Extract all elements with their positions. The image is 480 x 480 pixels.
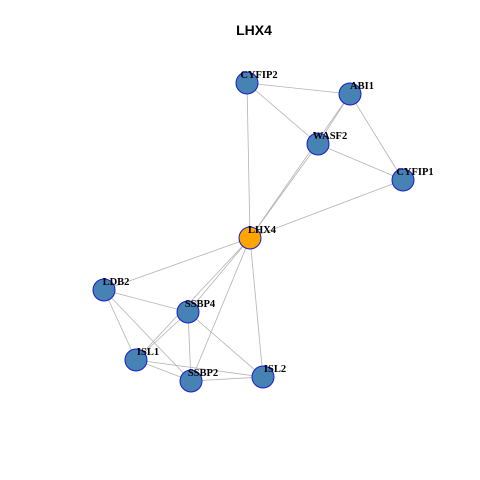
- edge-isl1-isl2: [135, 359, 264, 378]
- edge-lhx4-isl1: [135, 237, 251, 361]
- node-label-isl2: ISL2: [264, 364, 286, 375]
- edge-lhx4-isl2: [249, 237, 264, 378]
- node-cyfip2: CYFIP2: [235, 70, 278, 95]
- node-ssbp2: SSBP2: [179, 368, 218, 393]
- edge-lhx4-ldb2: [103, 237, 251, 291]
- node-lhx4: LHX4: [238, 225, 277, 250]
- node-label-abi1: ABI1: [350, 81, 374, 92]
- edge-abi1-cyfip1: [349, 93, 404, 181]
- node-circle-cyfip1: [391, 168, 415, 192]
- graph-title: LHX4: [236, 22, 272, 38]
- node-isl2: ISL2: [251, 364, 286, 389]
- edge-ssbp4-isl2: [187, 311, 264, 378]
- node-label-lhx4: LHX4: [248, 225, 277, 236]
- node-circle-ssbp4: [176, 300, 200, 324]
- node-circle-lhx4: [238, 226, 262, 250]
- edge-cyfip1-lhx4: [249, 179, 404, 239]
- node-circle-abi1: [338, 82, 362, 106]
- node-label-cyfip2: CYFIP2: [240, 70, 277, 81]
- node-circle-ldb2: [92, 278, 116, 302]
- node-circle-ssbp2: [179, 369, 203, 393]
- edge-lhx4-ssbp2: [190, 237, 251, 382]
- node-circle-wasf2: [306, 132, 330, 156]
- edge-wasf2-lhx4: [249, 143, 319, 239]
- edge-cyfip2-lhx4: [246, 82, 251, 239]
- edge-ssbp2-isl2: [190, 376, 264, 382]
- edge-cyfip2-abi1: [246, 82, 351, 95]
- edge-ldb2-ssbp4: [103, 289, 189, 313]
- edge-ssbp4-isl1: [135, 311, 189, 361]
- edge-ldb2-ssbp2: [103, 289, 192, 382]
- edge-wasf2-cyfip1: [317, 143, 404, 181]
- node-ssbp4: SSBP4: [176, 299, 216, 324]
- edge-ssbp4-ssbp2: [187, 311, 192, 382]
- node-label-ssbp2: SSBP2: [188, 368, 218, 379]
- node-circle-isl2: [251, 365, 275, 389]
- node-circle-isl1: [124, 348, 148, 372]
- node-abi1: ABI1: [338, 81, 374, 106]
- node-label-isl1: ISL1: [137, 347, 159, 358]
- edges-layer: [103, 82, 404, 382]
- node-label-wasf2: WASF2: [313, 131, 347, 142]
- node-label-ssbp4: SSBP4: [185, 299, 216, 310]
- nodes-layer: LHX4 CYFIP2ABI1WASF2CYFIP1LDB2SSBP4ISL1SS…: [92, 70, 434, 393]
- node-label-cyfip1: CYFIP1: [396, 167, 433, 178]
- node-isl1: ISL1: [124, 347, 159, 372]
- node-circle-cyfip2: [235, 71, 259, 95]
- node-wasf2: WASF2: [306, 131, 347, 156]
- node-cyfip1: CYFIP1: [391, 167, 434, 192]
- edge-lhx4-ssbp4: [187, 237, 251, 313]
- edge-abi1-lhx4: [249, 93, 351, 239]
- edge-ldb2-isl1: [103, 289, 137, 361]
- node-ldb2: LDB2: [92, 277, 130, 302]
- edge-cyfip2-wasf2: [246, 82, 319, 145]
- node-label-ldb2: LDB2: [103, 277, 130, 288]
